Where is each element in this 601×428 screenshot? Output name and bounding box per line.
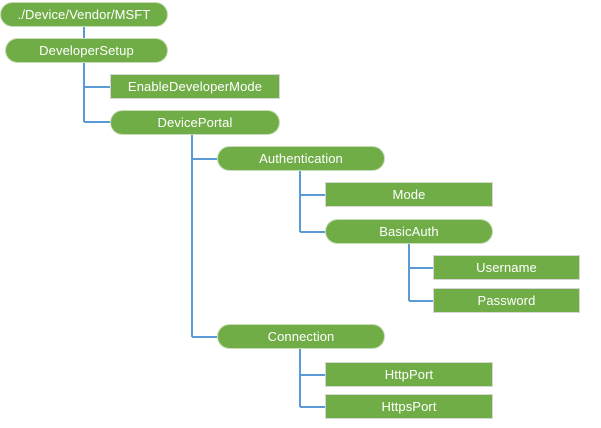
node-developersetup[interactable]: DeveloperSetup: [5, 38, 168, 63]
node-username-label: Username: [476, 260, 537, 275]
node-httpsport[interactable]: HttpsPort: [325, 394, 493, 419]
node-username[interactable]: Username: [433, 255, 580, 280]
node-mode-label: Mode: [392, 187, 426, 202]
node-authentication-label: Authentication: [259, 151, 343, 166]
node-httpsport-label: HttpsPort: [381, 399, 437, 414]
node-root-label: ./Device/Vendor/MSFT: [17, 7, 151, 22]
node-developersetup-label: DeveloperSetup: [39, 43, 134, 58]
node-httpport-label: HttpPort: [384, 367, 434, 382]
node-connection-label: Connection: [267, 329, 335, 344]
node-httpport[interactable]: HttpPort: [325, 362, 493, 387]
node-mode[interactable]: Mode: [325, 182, 493, 207]
node-password[interactable]: Password: [433, 288, 580, 313]
node-deviceportal-label: DevicePortal: [157, 115, 233, 130]
node-connection[interactable]: Connection: [217, 324, 385, 349]
node-deviceportal[interactable]: DevicePortal: [110, 110, 280, 135]
node-enabledevelopermode[interactable]: EnableDeveloperMode: [110, 74, 280, 99]
node-basicauth-label: BasicAuth: [379, 224, 439, 239]
node-password-label: Password: [477, 293, 536, 308]
node-authentication[interactable]: Authentication: [217, 146, 385, 171]
node-basicauth[interactable]: BasicAuth: [325, 219, 493, 244]
node-enabledevelopermode-label: EnableDeveloperMode: [127, 79, 263, 94]
node-root[interactable]: ./Device/Vendor/MSFT: [0, 2, 168, 27]
